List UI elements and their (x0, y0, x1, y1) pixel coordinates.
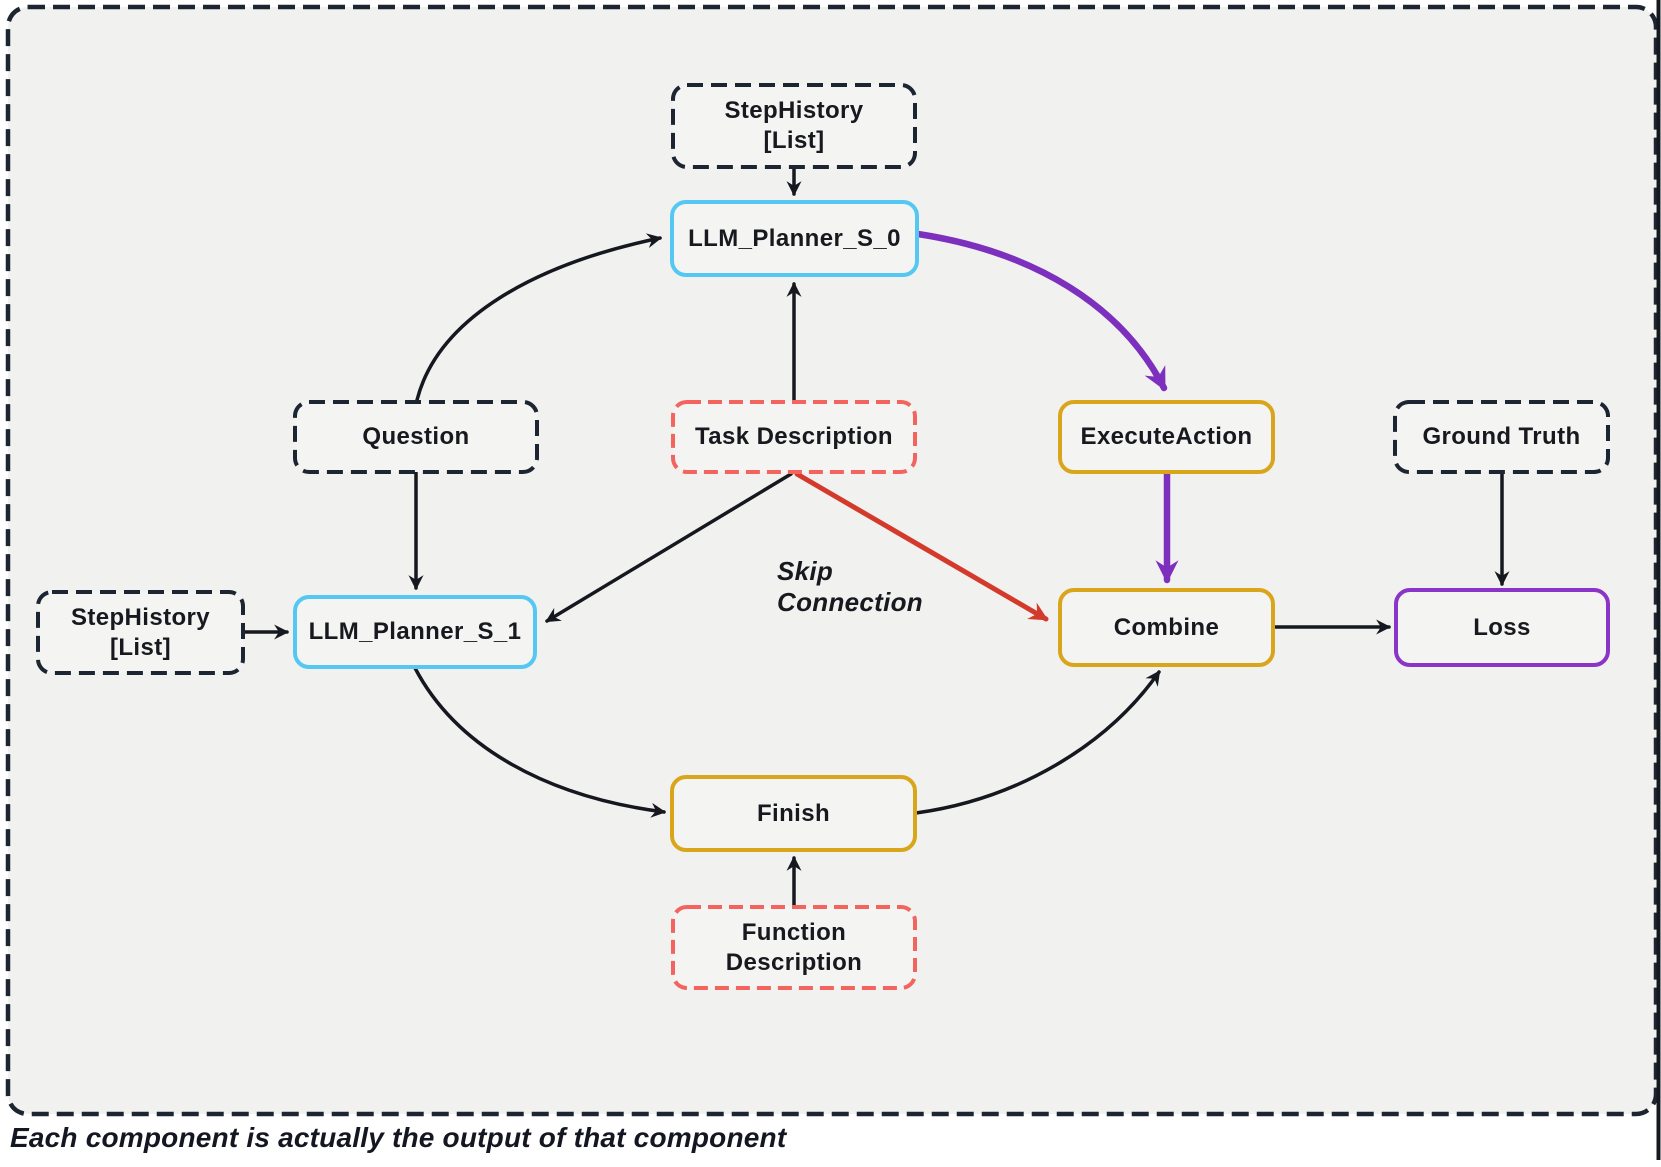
edge-llm-planner-s1-to-finish (413, 666, 667, 818)
node-execute-action-box (1058, 400, 1275, 474)
node-function-description-box (671, 905, 917, 990)
node-finish-box (670, 775, 917, 852)
node-llm-planner-s0-box (670, 200, 919, 277)
node-task-description-box (671, 400, 917, 474)
edge-question-to-llm-planner-s0 (415, 233, 663, 402)
node-question-box (293, 400, 539, 474)
node-loss-box (1394, 588, 1610, 667)
edge-llm-planner-s0-to-execute-action (914, 230, 1168, 392)
skip-connection-annotation: Skip Connection (777, 556, 923, 618)
outer-dashed-panel (5, 4, 1659, 1117)
node-combine-box (1058, 588, 1275, 667)
node-step-history-top-box (671, 83, 917, 169)
node-llm-planner-s1-box (293, 595, 537, 669)
node-ground-truth-box (1393, 400, 1610, 474)
edge-finish-to-combine (914, 670, 1161, 815)
edge-task-description-to-llm-planner-s1 (545, 472, 793, 623)
node-step-history-left-box (36, 590, 245, 675)
figure-caption: Each component is actually the output of… (10, 1122, 787, 1153)
edge-skip-connection-task-description-to-combine (794, 471, 1049, 622)
